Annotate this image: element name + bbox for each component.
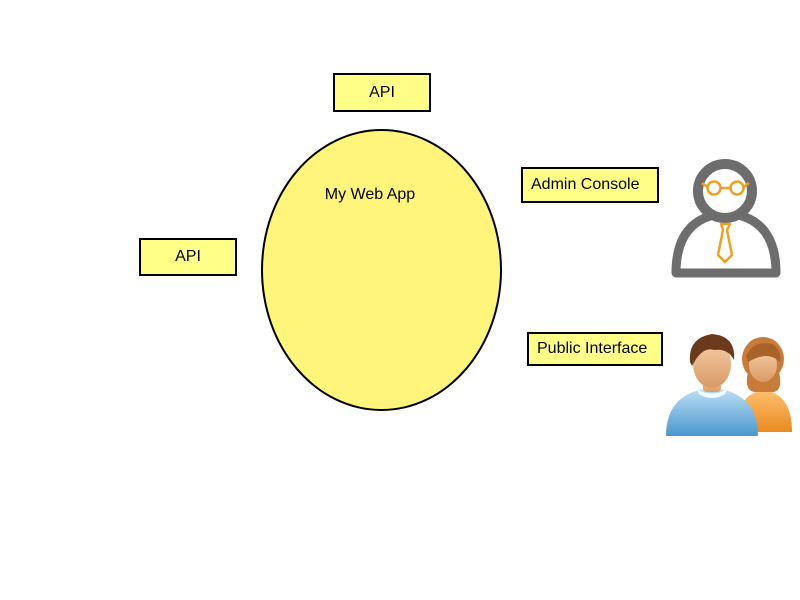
admin-user-icon [671, 159, 781, 278]
public-interface-label: Public Interface [537, 340, 648, 357]
api-top-box[interactable]: API [333, 73, 431, 112]
web-app-label: My Web App [324, 186, 416, 203]
api-left-box[interactable]: API [139, 238, 237, 276]
api-left-label: API [175, 248, 201, 265]
public-users-icon [666, 334, 792, 436]
admin-console-label: Admin Console [531, 176, 640, 193]
web-app-ellipse[interactable] [261, 129, 502, 411]
api-top-label: API [369, 83, 395, 101]
admin-console-box[interactable]: Admin Console [521, 167, 659, 203]
public-interface-box[interactable]: Public Interface [527, 332, 663, 366]
